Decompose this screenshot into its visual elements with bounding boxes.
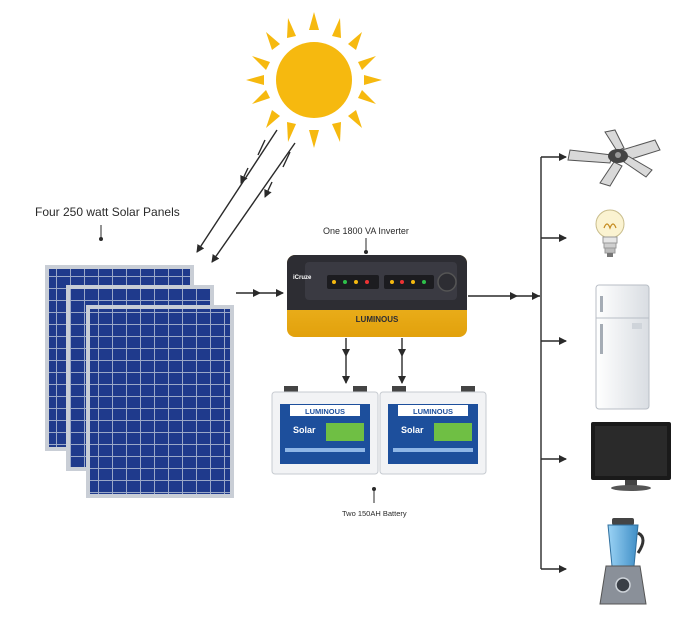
inverter-to-load-arrow [468, 292, 540, 300]
solar-panels [45, 265, 234, 498]
battery-brand-text: LUMINOUS [413, 407, 453, 416]
inverter-label: One 1800 VA Inverter [323, 226, 409, 236]
panel-to-inverter-arrow [236, 289, 284, 297]
refrigerator-icon [595, 284, 650, 410]
television-icon [591, 422, 671, 491]
sunlight-arrows [196, 129, 296, 263]
blender-icon [599, 518, 647, 605]
battery-brand-text: LUMINOUS [305, 407, 345, 416]
inverter-model-text: iCruze [293, 275, 312, 281]
battery-label: Two 150AH Battery [342, 509, 407, 518]
ceiling-fan-icon [567, 129, 661, 187]
inverter-to-battery-arrows [342, 338, 406, 384]
battery-label-dot [372, 487, 376, 491]
inverter-label-dot [364, 250, 368, 254]
inverter: iCruze LUMINOUS [287, 255, 467, 337]
battery: LUMINOUS Solar [271, 386, 379, 475]
battery-product-text: Solar [293, 425, 316, 435]
solar-panels-label: Four 250 watt Solar Panels [35, 205, 180, 219]
sun-icon [246, 12, 382, 148]
battery-product-text: Solar [401, 425, 424, 435]
battery: LUMINOUS Solar [379, 386, 487, 475]
distribution-bus [540, 153, 567, 573]
inverter-brand-text: LUMINOUS [356, 315, 399, 324]
solar-panel [86, 305, 234, 498]
panels-label-dot [99, 237, 103, 241]
light-bulb-icon [595, 209, 625, 257]
